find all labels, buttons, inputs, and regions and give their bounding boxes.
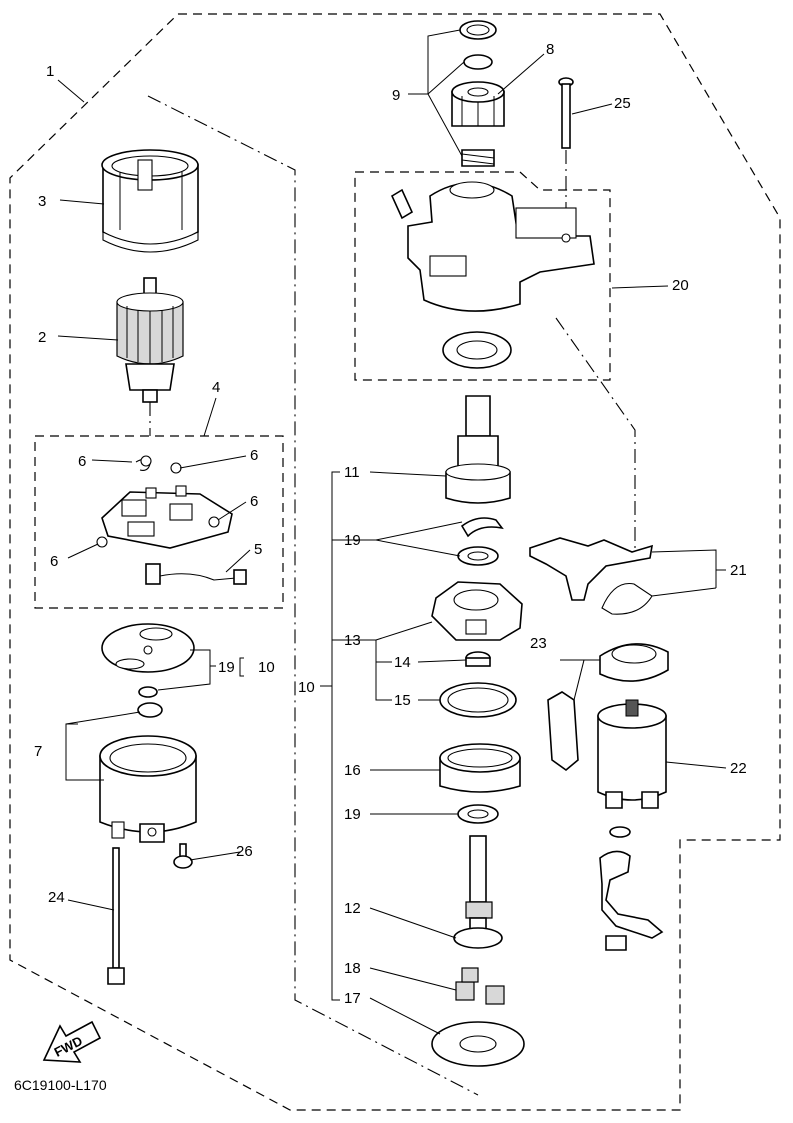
callout-6a: 6: [78, 453, 86, 470]
callout-7: 7: [34, 743, 42, 760]
callout-18: 18: [344, 960, 361, 977]
callout-19c: 19: [344, 806, 361, 823]
callout-15: 15: [394, 692, 411, 709]
clip-part-19: [457, 517, 504, 566]
internal-gear-part-16: [439, 743, 521, 793]
ring-part-15: [439, 682, 517, 718]
callout-4: 4: [212, 379, 220, 396]
plate-part-19: [101, 623, 195, 698]
callout-20: 20: [672, 277, 689, 294]
bolt-part-25: [558, 77, 574, 149]
callout-6c: 6: [250, 493, 258, 510]
callout-23: 23: [530, 635, 547, 652]
callout-17: 17: [344, 990, 361, 1007]
callout-16: 16: [344, 762, 361, 779]
planet-gears-part-18: [455, 967, 505, 1005]
callout-10b: 10: [298, 679, 315, 696]
assembly-1-boundary: [9, 13, 781, 1111]
part-20-guide: [555, 317, 636, 548]
callout-19a: 19: [218, 659, 235, 676]
diagram-code: 6C19100-L170: [14, 1077, 107, 1093]
assembly-10-boundary: [147, 95, 479, 1096]
brush-springs-part-6: [96, 455, 220, 548]
through-bolt-part-24: [107, 847, 125, 985]
callout-24: 24: [48, 889, 65, 906]
callout-labels: 1 3 2 4 6 6 6 6 5 19 10 7 26 24 9 8 25 2…: [34, 41, 747, 1007]
shaft-part-12: [453, 835, 503, 949]
callout-8: 8: [546, 41, 554, 58]
callout-5: 5: [254, 541, 262, 558]
callout-9: 9: [392, 87, 400, 104]
callout-1: 1: [46, 63, 54, 80]
callout-2: 2: [38, 329, 46, 346]
yoke-part-3: [101, 149, 199, 253]
callout-14: 14: [394, 654, 411, 671]
lever-part-21: [529, 537, 654, 615]
callout-13: 13: [344, 632, 361, 649]
cover-part-23: [547, 643, 669, 772]
front-bracket-part-20: [390, 181, 595, 369]
callout-22: 22: [730, 760, 747, 777]
brush-holder-part-4: [101, 485, 233, 549]
gear-housing-part-13: [431, 581, 523, 641]
rear-cover-part-7: [99, 702, 197, 843]
callout-11: 11: [344, 464, 360, 481]
brush-lead-part-5: [145, 563, 247, 585]
bushing-part-14: [465, 651, 491, 667]
callout-26: 26: [236, 843, 253, 860]
callout-21: 21: [730, 562, 747, 579]
armature-part-2: [116, 277, 184, 403]
magnetic-switch-part-22: [597, 699, 667, 951]
leader-lines: [57, 29, 727, 1035]
pinion-part-8: [451, 81, 505, 127]
callout-25: 25: [614, 95, 631, 112]
drive-shaft-part-11: [445, 395, 511, 504]
group-20-box: [354, 171, 611, 381]
plate-part-17: [431, 1021, 525, 1067]
callout-6d: 6: [50, 553, 58, 570]
callout-10a: 10: [258, 659, 275, 676]
callout-3: 3: [38, 193, 46, 210]
washer-part-19: [457, 804, 499, 824]
group-4-box: [34, 435, 284, 609]
callout-12: 12: [344, 900, 361, 917]
callout-6b: 6: [250, 447, 258, 464]
callout-19b: 19: [344, 532, 361, 549]
screw-part-26: [173, 843, 193, 869]
fwd-arrow-icon: [42, 1020, 102, 1063]
